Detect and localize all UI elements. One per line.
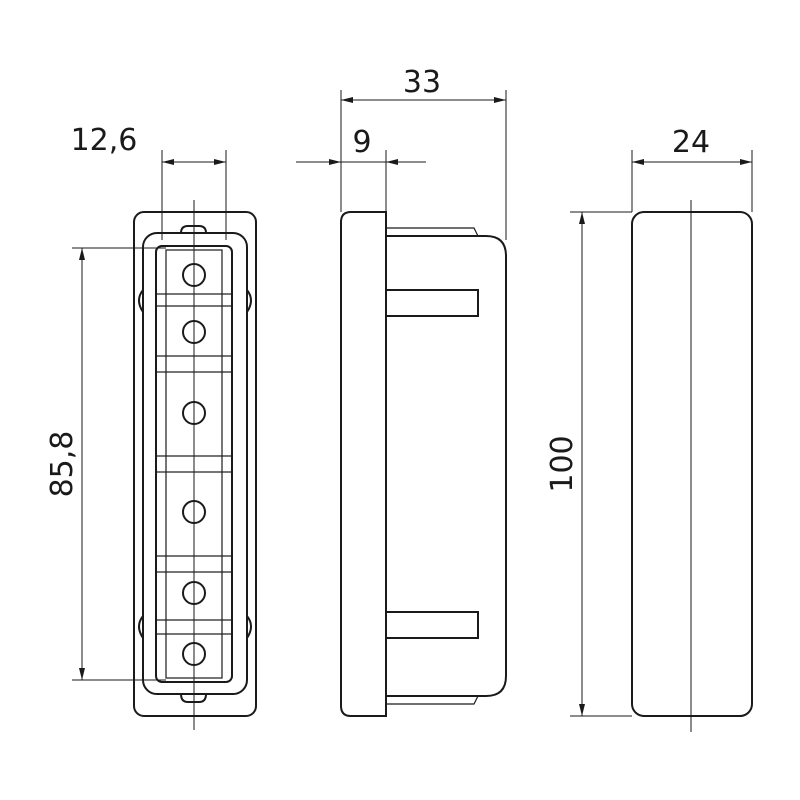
front-outer-frame bbox=[133, 211, 257, 717]
top-mounting-peg bbox=[385, 289, 479, 317]
front-height-label: 85,8 bbox=[45, 431, 80, 498]
side-flange bbox=[340, 211, 387, 717]
side-top-lip bbox=[386, 227, 479, 237]
side-body bbox=[386, 235, 507, 697]
end-height-label: 100 bbox=[545, 435, 580, 492]
left-clip-top bbox=[138, 289, 144, 313]
flange-depth-label: 9 bbox=[352, 125, 371, 160]
end-body bbox=[631, 211, 753, 717]
end-view: 24 100 bbox=[545, 125, 753, 732]
side-depth-label: 33 bbox=[403, 65, 441, 100]
bottom-mounting-peg bbox=[385, 611, 479, 639]
side-bottom-lip bbox=[386, 695, 479, 705]
front-view: 12,6 85,8 bbox=[45, 123, 257, 730]
right-clip-top bbox=[246, 289, 252, 313]
front-width-label: 12,6 bbox=[71, 123, 138, 158]
side-view: 33 9 bbox=[296, 65, 507, 717]
end-width-label: 24 bbox=[672, 125, 710, 160]
right-clip-bottom bbox=[246, 615, 252, 639]
front-inner-frame bbox=[142, 232, 248, 695]
left-clip-bottom bbox=[138, 615, 144, 639]
